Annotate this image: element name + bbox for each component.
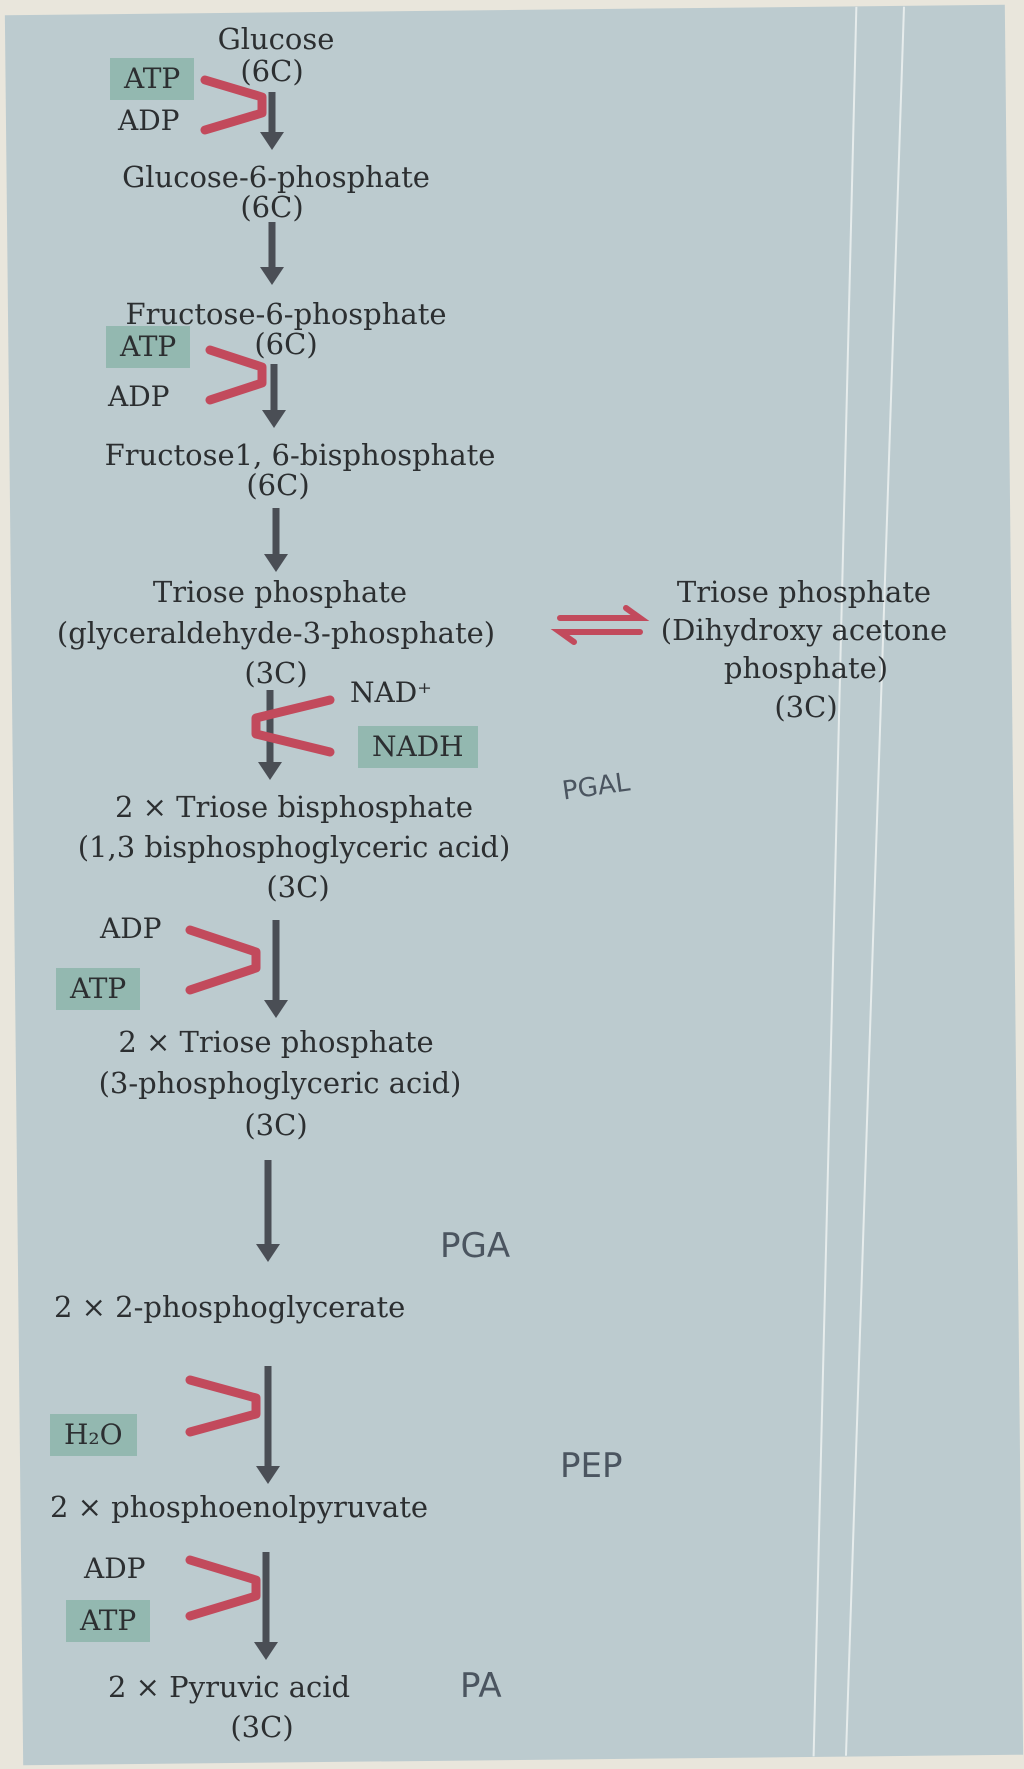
step-g3p-name: Triose phosphate <box>152 575 408 609</box>
cofactor-atp-out-box: ATP <box>56 968 141 1010</box>
step-glucose-6-phosphate-carbons: (6C) <box>240 190 304 224</box>
cofactor-adp-out-label: ADP <box>118 104 180 137</box>
cofactor-adp-in-label: ADP <box>100 912 162 945</box>
handwritten-note-pep: PEP <box>560 1446 623 1486</box>
step-pep-name: 2 × phosphoenolpyruvate <box>50 1490 429 1524</box>
pathway-down-arrow <box>264 508 288 572</box>
cofactor-bent-arrow <box>185 925 261 995</box>
step-fructose-bisphosphate-name: Fructose1, 6-bisphosphate <box>104 438 496 472</box>
handwritten-note-pga: PGA <box>440 1226 511 1266</box>
step-glucose-carbons: (6C) <box>240 54 304 88</box>
step-bpg-name: 2 × Triose bisphosphate <box>114 790 474 824</box>
cofactor-atp-out-box: ATP <box>66 1600 151 1642</box>
pathway-down-arrow <box>256 1366 280 1484</box>
step-3pga-name: 2 × Triose phosphate <box>118 1025 434 1059</box>
cofactor-atp-in-box: ATP <box>106 326 191 368</box>
pathway-down-arrow <box>260 222 284 285</box>
cofactor-atp-in-box: ATP <box>110 58 195 100</box>
step-g3p-detail: (glyceraldehyde-3-phosphate) <box>56 616 496 650</box>
step-3pga-detail: (3-phosphoglyceric acid) <box>98 1066 462 1100</box>
step-3pga-carbons: (3C) <box>244 1108 308 1142</box>
cofactor-bent-arrow <box>251 695 335 757</box>
cofactor-bent-arrow <box>185 1555 261 1621</box>
isomer-name: Triose phosphate <box>676 575 932 609</box>
pathway-down-arrow <box>262 364 286 428</box>
step-fructose-bisphosphate-carbons: (6C) <box>246 468 310 502</box>
cofactor-bent-arrow <box>200 75 267 135</box>
isomer-detail-1: (Dihydroxy acetone <box>660 613 948 647</box>
step-pyruvate-name: 2 × Pyruvic acid <box>108 1670 351 1704</box>
cofactor-nadh-out-box: NADH <box>358 726 478 768</box>
step-bpg-detail: (1,3 bisphosphoglyceric acid) <box>77 830 511 864</box>
equilibrium-arrow <box>550 605 650 645</box>
step-2pg-name: 2 × 2-phosphoglycerate <box>54 1290 406 1324</box>
step-pyruvate-carbons: (3C) <box>230 1710 294 1744</box>
step-fructose-6-phosphate-name: Fructose-6-phosphate <box>125 297 447 331</box>
cofactor-nad-in-label: NAD⁺ <box>350 676 432 709</box>
pathway-down-arrow <box>264 920 288 1018</box>
cofactor-bent-arrow <box>185 1375 261 1437</box>
step-glucose-6-phosphate-name: Glucose-6-phosphate <box>122 160 430 194</box>
pathway-down-arrow <box>254 1552 278 1660</box>
step-g3p-carbons: (3C) <box>244 656 308 690</box>
pathway-down-arrow <box>256 1160 280 1262</box>
cofactor-water-out-box: H₂O <box>50 1414 137 1456</box>
pathway-down-arrow <box>258 690 282 780</box>
cofactor-adp-out-label: ADP <box>108 380 170 413</box>
pathway-down-arrow <box>260 92 284 150</box>
cofactor-adp-in-label: ADP <box>84 1552 146 1585</box>
isomer-carbons: (3C) <box>774 690 838 724</box>
step-fructose-6-phosphate-carbons: (6C) <box>254 327 318 361</box>
handwritten-note-pa: PA <box>460 1666 502 1706</box>
cofactor-bent-arrow <box>205 345 267 405</box>
isomer-detail-2: phosphate) <box>723 651 889 685</box>
step-glucose-name: Glucose <box>217 22 335 56</box>
step-bpg-carbons: (3C) <box>266 870 330 904</box>
